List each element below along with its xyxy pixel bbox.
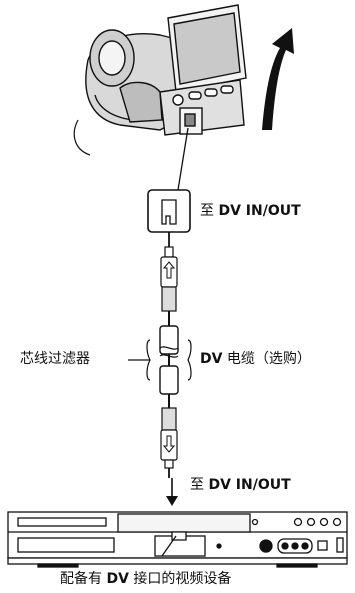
- dv-port-icon: [147, 189, 191, 233]
- vcr-device: [7, 511, 348, 568]
- top-connector-prefix: 至: [200, 203, 214, 219]
- down-arrow-icon: [162, 435, 176, 453]
- caption-bold: DV: [106, 571, 129, 587]
- bottom-connector-prefix: 至: [190, 477, 204, 493]
- camcorder: [73, 4, 247, 156]
- open-arrow-icon: [262, 28, 294, 130]
- cable-lower-plug: [160, 407, 178, 478]
- cable-label: DV 电缆（选购）: [200, 351, 311, 367]
- top-connector-port: DV IN/OUT: [218, 203, 301, 219]
- cable-name: DV: [200, 351, 223, 367]
- top-connector-label: 至 DV IN/OUT: [200, 203, 301, 219]
- core-filter-upper: [159, 325, 179, 355]
- core-filter-label: 芯线过滤器: [20, 351, 90, 367]
- device-caption: 配备有 DV 接口的视频设备: [60, 571, 231, 587]
- bottom-connector-label: 至 DV IN/OUT: [190, 477, 291, 493]
- core-filter-lower: [159, 365, 179, 395]
- caption-pre: 配备有: [60, 571, 102, 587]
- bottom-connector-port: DV IN/OUT: [208, 477, 291, 493]
- up-arrow-icon: [162, 261, 176, 279]
- caption-post: 接口的视频设备: [133, 571, 232, 587]
- cable-desc: 电缆（选购）: [226, 351, 311, 367]
- down-pointer-arrow: [166, 478, 178, 506]
